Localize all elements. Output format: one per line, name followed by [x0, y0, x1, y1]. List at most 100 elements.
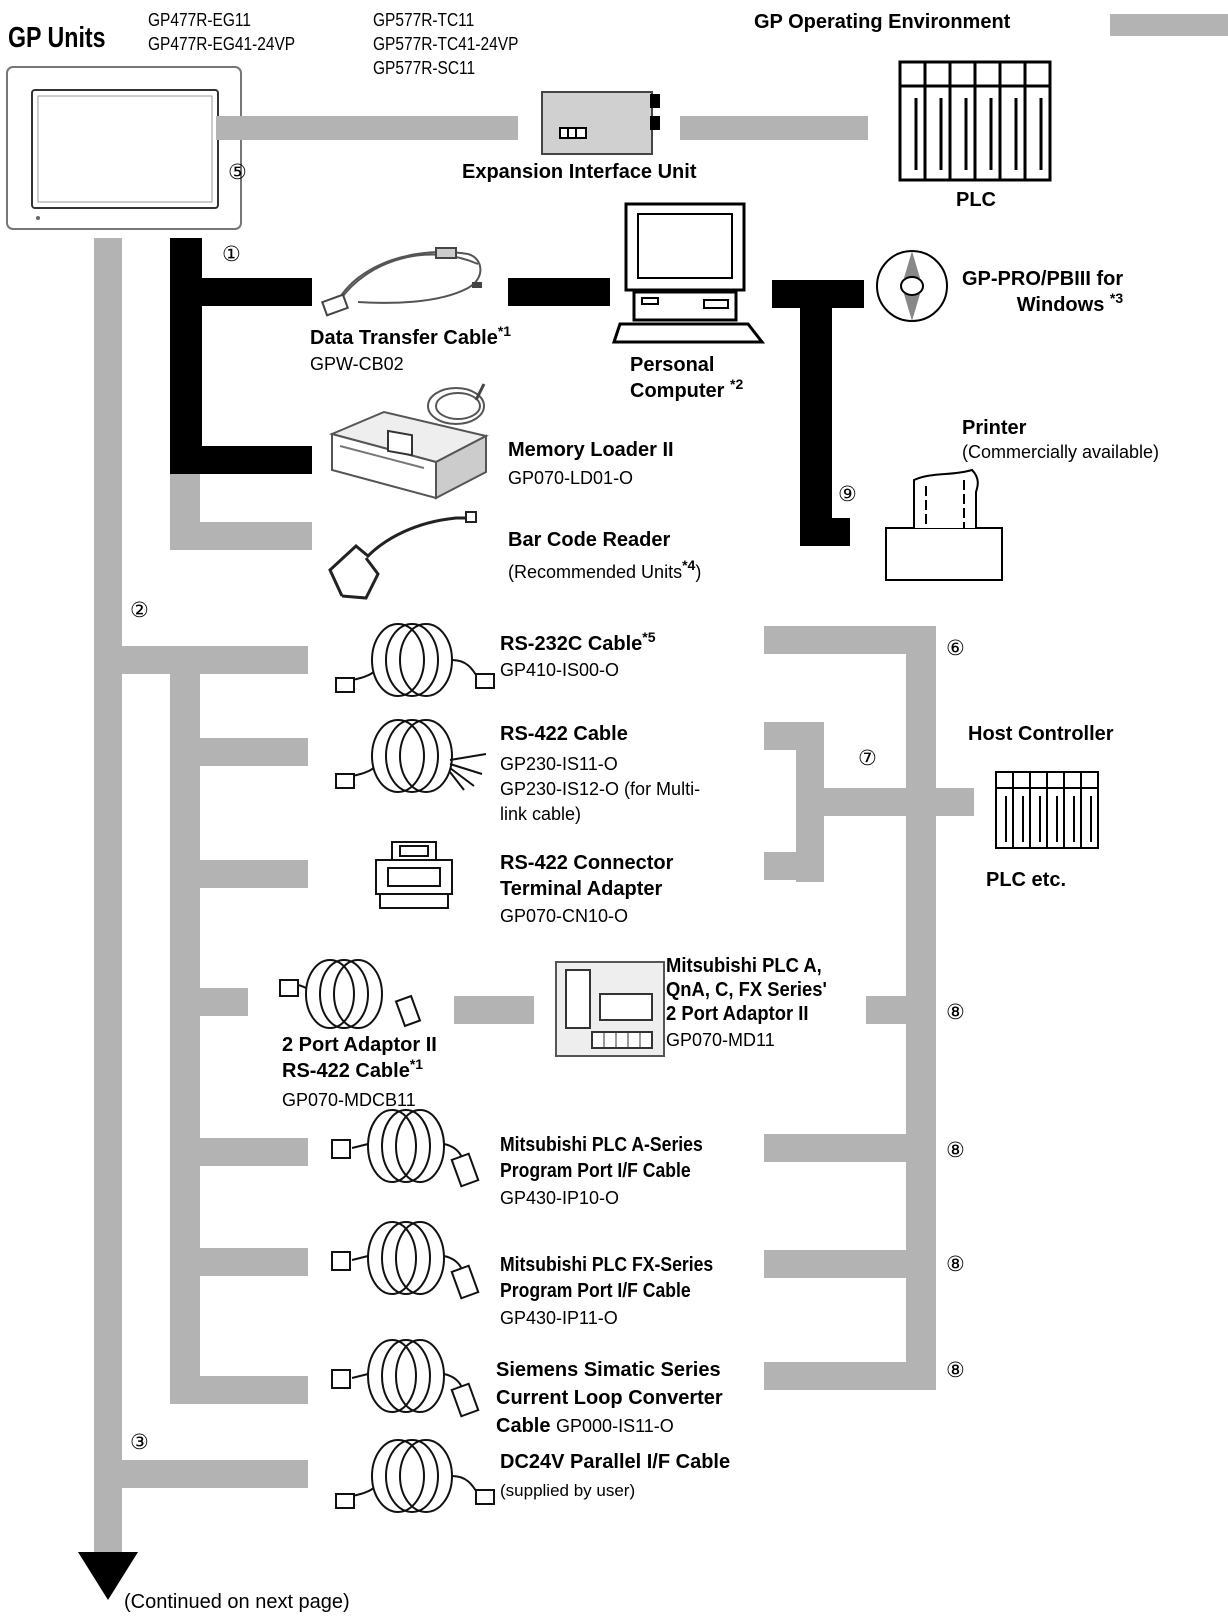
- siemens-line3-row: Cable GP000-IS11-O: [496, 1412, 723, 1440]
- fx-series-line2: Program Port I/F Cable: [500, 1280, 691, 1302]
- siemens-to-host: [764, 1362, 936, 1390]
- branch-a-series: [200, 1138, 308, 1166]
- data-transfer-cable-model: GPW-CB02: [310, 354, 404, 374]
- siemens-line3: Cable: [496, 1415, 551, 1437]
- siemens-label: Siemens Simatic Series Current Loop Conv…: [496, 1356, 723, 1440]
- marker-6: ⑥: [946, 636, 965, 660]
- two-port-adaptor-icon: [555, 961, 665, 1057]
- dc24v-cable-icon: [335, 1439, 495, 1513]
- marker-8-d: ⑧: [946, 1358, 965, 1382]
- host-bus-line: [906, 626, 936, 1388]
- barcode-reader-icon: [328, 511, 477, 600]
- pc-to-printer-foot: [800, 518, 850, 546]
- host-plc-icon: [995, 771, 1099, 849]
- marker-7: ⑦: [858, 746, 877, 770]
- branch-mitsu-port: [200, 988, 248, 1016]
- a-series-label: Mitsubishi PLC A-Series Program Port I/F…: [500, 1132, 703, 1184]
- personal-computer-note: *2: [730, 376, 744, 392]
- software-label: GP-PRO/PBIII for Windows *3: [962, 266, 1123, 318]
- personal-computer-line1: Personal: [630, 354, 715, 376]
- terminal-adapter-model: GP070-CN10-O: [500, 906, 629, 926]
- branch-1-to-transfer: [170, 278, 312, 306]
- marker-1: ①: [222, 242, 241, 266]
- fx-series-to-host: [764, 1250, 906, 1278]
- rs232c-cable-note: *5: [642, 629, 656, 645]
- model-gp477r-eg41: GP477R-EG41-24VP: [148, 34, 296, 54]
- continued-note: (Continued on next page): [124, 1591, 350, 1613]
- two-port-adaptor-line2: QnA, C, FX Series': [666, 979, 827, 1001]
- rs422-cable-models: GP230-IS11-O GP230-IS12-O (for Multi- li…: [500, 752, 700, 827]
- cd-rom-icon: [876, 250, 948, 322]
- siemens-line2: Current Loop Converter: [496, 1387, 723, 1409]
- model-list-gp577: GP577R-TC11 GP577R-TC41-24VP GP577R-SC11: [373, 8, 518, 80]
- software-line2-row: Windows *3: [962, 290, 1124, 318]
- a-series-cable-icon: [331, 1109, 480, 1188]
- two-port-cable-icon: [279, 959, 422, 1029]
- rs232c-cable-icon: [335, 623, 495, 697]
- dc24v-label: DC24V Parallel I/F Cable: [500, 1451, 731, 1473]
- branch-3-link: [122, 1460, 308, 1488]
- two-port-adaptor-label: Mitsubishi PLC A, QnA, C, FX Series' 2 P…: [666, 954, 827, 1026]
- marker-3: ③: [130, 1430, 149, 1454]
- printer-icon: [885, 468, 1003, 581]
- marker-8-c: ⑧: [946, 1252, 965, 1276]
- transfer-to-pc: [508, 278, 610, 306]
- two-port-cable-label: 2 Port Adaptor II RS-422 Cable*1: [282, 1032, 437, 1084]
- pc-to-printer-trunk: [800, 280, 832, 546]
- software-note: *3: [1109, 290, 1124, 306]
- rs422-model-1: GP230-IS11-O: [500, 754, 618, 774]
- plc-label: PLC: [956, 189, 996, 211]
- gp-unit-icon: [6, 66, 242, 230]
- environment-title-bar: [1110, 14, 1228, 36]
- barcode-note-ref: *4: [682, 557, 696, 573]
- branch-rs422: [200, 738, 308, 766]
- two-port-cable-line2-row: RS-422 Cable*1: [282, 1056, 437, 1084]
- two-port-adaptor-line1: Mitsubishi PLC A,: [666, 955, 822, 977]
- marker-2: ②: [130, 598, 149, 622]
- model-gp577r-tc11: GP577R-TC11: [373, 10, 475, 30]
- a-series-model: GP430-IP10-O: [500, 1188, 620, 1208]
- rs422-model-2a: GP230-IS12-O (for Multi-: [500, 779, 701, 799]
- branch-siemens: [200, 1376, 308, 1404]
- memory-loader-label: Memory Loader II: [508, 439, 674, 461]
- marker-8-b: ⑧: [946, 1138, 965, 1162]
- rs422-cable-icon: [335, 719, 487, 793]
- host-plc-caption: PLC etc.: [986, 869, 1067, 891]
- two-port-cable-note: *1: [409, 1056, 424, 1072]
- rs232c-cable-label: RS-232C Cable*5: [500, 629, 656, 656]
- expansion-unit-icon: [541, 91, 660, 155]
- barcode-link-line-h: [170, 522, 312, 550]
- mitsu-cable-to-adaptor: [454, 996, 534, 1024]
- dc24v-note: (supplied by user): [500, 1481, 636, 1500]
- fx-series-cable-icon: [331, 1221, 480, 1300]
- plc-icon: [898, 60, 1052, 182]
- rs232c-to-host: [764, 626, 936, 654]
- fx-series-line1: Mitsubishi PLC FX-Series: [500, 1254, 714, 1276]
- two-port-adaptor-line3: 2 Port Adaptor II: [666, 1003, 809, 1025]
- model-gp477r-eg11: GP477R-EG11: [148, 10, 251, 30]
- barcode-note-post: ): [695, 562, 702, 582]
- fx-series-label: Mitsubishi PLC FX-Series Program Port I/…: [500, 1252, 713, 1304]
- barcode-note: (Recommended Units*4): [508, 558, 702, 583]
- marker-5: ⑤: [228, 160, 247, 184]
- fx-series-model: GP430-IP11-O: [500, 1308, 618, 1328]
- barcode-note-pre: (Recommended Units: [508, 562, 683, 582]
- data-transfer-cable-icon: [320, 247, 482, 317]
- model-list-gp477: GP477R-EG11 GP477R-EG41-24VP: [148, 8, 295, 56]
- memory-loader-model: GP070-LD01-O: [508, 468, 634, 488]
- terminal-adapter-line2: Terminal Adapter: [500, 878, 663, 900]
- memory-loader-icon: [328, 383, 489, 500]
- data-transfer-cable-name: Data Transfer Cable: [310, 327, 498, 349]
- terminal-adapter-label: RS-422 Connector Terminal Adapter: [500, 850, 673, 902]
- terminal-adapter-line1: RS-422 Connector: [500, 852, 674, 874]
- branch-adapter: [200, 860, 308, 888]
- main-trunk-line: [94, 238, 122, 1568]
- page-title: GP Units: [8, 22, 106, 54]
- software-line2: Windows: [1016, 294, 1105, 316]
- continued-arrow-icon: [78, 1552, 138, 1600]
- rs422-to-hostctrl: [824, 788, 974, 816]
- barcode-label: Bar Code Reader: [508, 529, 671, 551]
- marker-9: ⑨: [838, 482, 857, 506]
- rs422-cable-label: RS-422 Cable: [500, 723, 628, 745]
- rs422-to-host-bottom: [764, 852, 824, 880]
